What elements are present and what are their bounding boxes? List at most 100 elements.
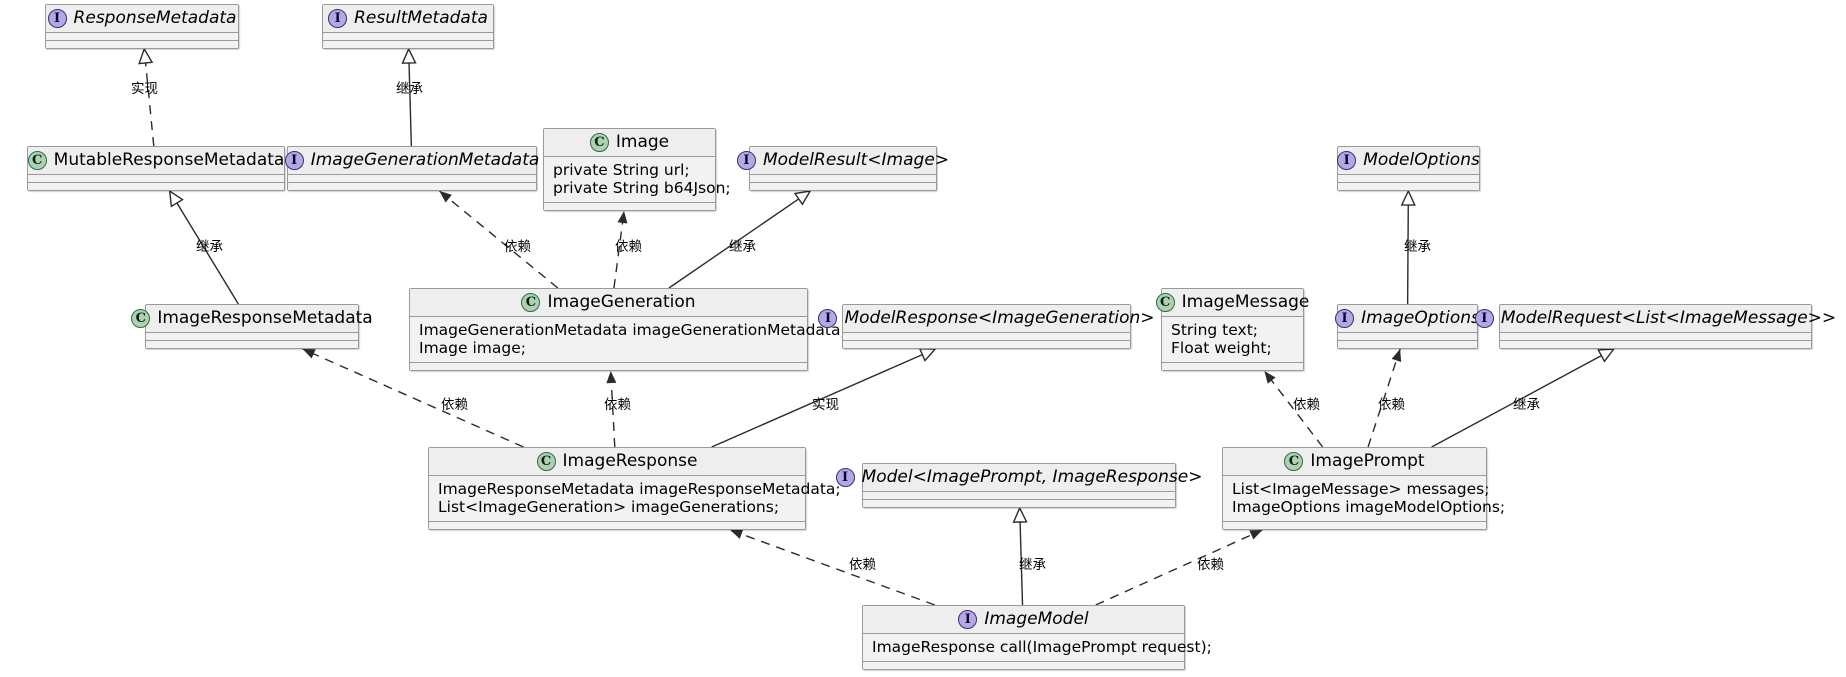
edge-label-extends: 继承	[1513, 397, 1540, 413]
edge-line-e14	[729, 529, 936, 606]
node-member: private String url;	[553, 161, 690, 179]
edge-label-depends: 依赖	[615, 239, 642, 255]
edge-arrowhead-triangle-e12	[1597, 348, 1616, 363]
node-members	[46, 33, 238, 41]
edge-label-depends: 依赖	[1378, 397, 1405, 413]
edge-line-e15	[1019, 521, 1024, 606]
interface-badge-icon: I	[47, 9, 67, 28]
node-title: ResponseMetadata	[73, 8, 237, 28]
node-header: I ModelResult<Image>	[736, 147, 949, 175]
node-members	[750, 175, 936, 183]
uml-node-response-metadata[interactable]: I ResponseMetadata	[45, 4, 239, 49]
node-footer	[1162, 363, 1303, 370]
edge-line-e3	[176, 202, 239, 305]
edge-arrowhead-triangle-e2	[401, 47, 417, 64]
node-header: I ResponseMetadata	[46, 5, 238, 33]
node-member: String text;	[1171, 321, 1258, 339]
edge-arrowhead-open-e8	[606, 371, 617, 384]
uml-node-model-result-image[interactable]: I ModelResult<Image>	[736, 146, 949, 191]
node-footer	[863, 662, 1184, 669]
interface-badge-icon: I	[818, 309, 838, 328]
edge-line-e8	[610, 370, 616, 448]
edge-arrowhead-open-e11	[1391, 349, 1402, 362]
uml-node-result-metadata[interactable]: I ResultMetadata	[322, 4, 494, 49]
node-members	[863, 492, 1175, 500]
edge-line-e12	[1431, 355, 1602, 448]
node-header: I ImageModel	[863, 606, 1184, 634]
edge-label-depends: 依赖	[604, 397, 631, 413]
node-members	[1338, 333, 1477, 341]
edge-label-implements: 实现	[131, 81, 158, 97]
node-footer	[750, 183, 936, 190]
node-member: List<ImageMessage> messages;	[1232, 480, 1490, 498]
edge-label-extends: 继承	[196, 239, 223, 255]
node-title: ModelResponse<ImageGeneration>	[844, 308, 1155, 328]
edge-paths	[138, 47, 1616, 606]
edge-line-e13	[1406, 204, 1409, 305]
node-member: ImageGenerationMetadata imageGenerationM…	[419, 321, 846, 339]
node-members: private String url;private String b64Jso…	[544, 157, 731, 203]
edge-arrowhead-triangle-e9	[918, 347, 937, 362]
node-members	[1338, 175, 1479, 183]
edge-line-e16	[1095, 529, 1263, 606]
interface-badge-icon: I	[958, 610, 978, 629]
node-title: ResultMetadata	[354, 8, 488, 28]
node-members	[1500, 333, 1811, 341]
node-member: Image image;	[419, 339, 526, 357]
edge-line-e4	[439, 190, 559, 289]
node-members: ImageResponseMetadata imageResponseMetad…	[429, 476, 841, 522]
edge-arrowhead-open-e16	[1249, 530, 1263, 540]
node-members	[323, 33, 493, 41]
node-members	[288, 175, 536, 183]
interface-badge-icon: I	[736, 151, 756, 170]
interface-badge-icon: I	[328, 9, 348, 28]
node-footer	[1500, 341, 1811, 348]
class-badge-icon: C	[27, 151, 47, 170]
node-title: ModelResult<Image>	[762, 150, 950, 170]
node-member: List<ImageGeneration> imageGenerations;	[438, 498, 780, 516]
node-members	[28, 175, 284, 183]
node-members	[146, 333, 358, 341]
node-title: ImageOptions	[1361, 308, 1480, 328]
edge-line-e6	[668, 198, 800, 289]
uml-node-model-response-image-generation[interactable]: I ModelResponse<ImageGeneration>	[818, 304, 1155, 349]
edge-arrowhead-triangle-e1	[138, 47, 154, 65]
node-footer	[843, 341, 1130, 348]
node-members: String text;Float weight;	[1162, 317, 1303, 363]
edge-line-e2	[408, 62, 413, 147]
uml-node-image-options[interactable]: I ImageOptions	[1335, 304, 1480, 349]
edge-label-extends: 继承	[1404, 239, 1431, 255]
node-header: I ImageOptions	[1335, 305, 1480, 333]
interface-badge-icon: I	[284, 151, 304, 170]
node-footer	[28, 183, 284, 190]
edge-label-implements: 实现	[812, 397, 839, 413]
interface-badge-icon: I	[1335, 309, 1355, 328]
node-members: List<ImageMessage> messages;ImageOptions…	[1223, 476, 1505, 522]
edge-arrowhead-triangle-e13	[1400, 189, 1416, 206]
node-footer	[46, 41, 238, 48]
node-header: I ResultMetadata	[323, 5, 493, 33]
edge-label-depends: 依赖	[1293, 397, 1320, 413]
node-footer	[410, 363, 807, 370]
node-title: Image	[615, 132, 670, 152]
node-title: ImageModel	[984, 609, 1089, 629]
